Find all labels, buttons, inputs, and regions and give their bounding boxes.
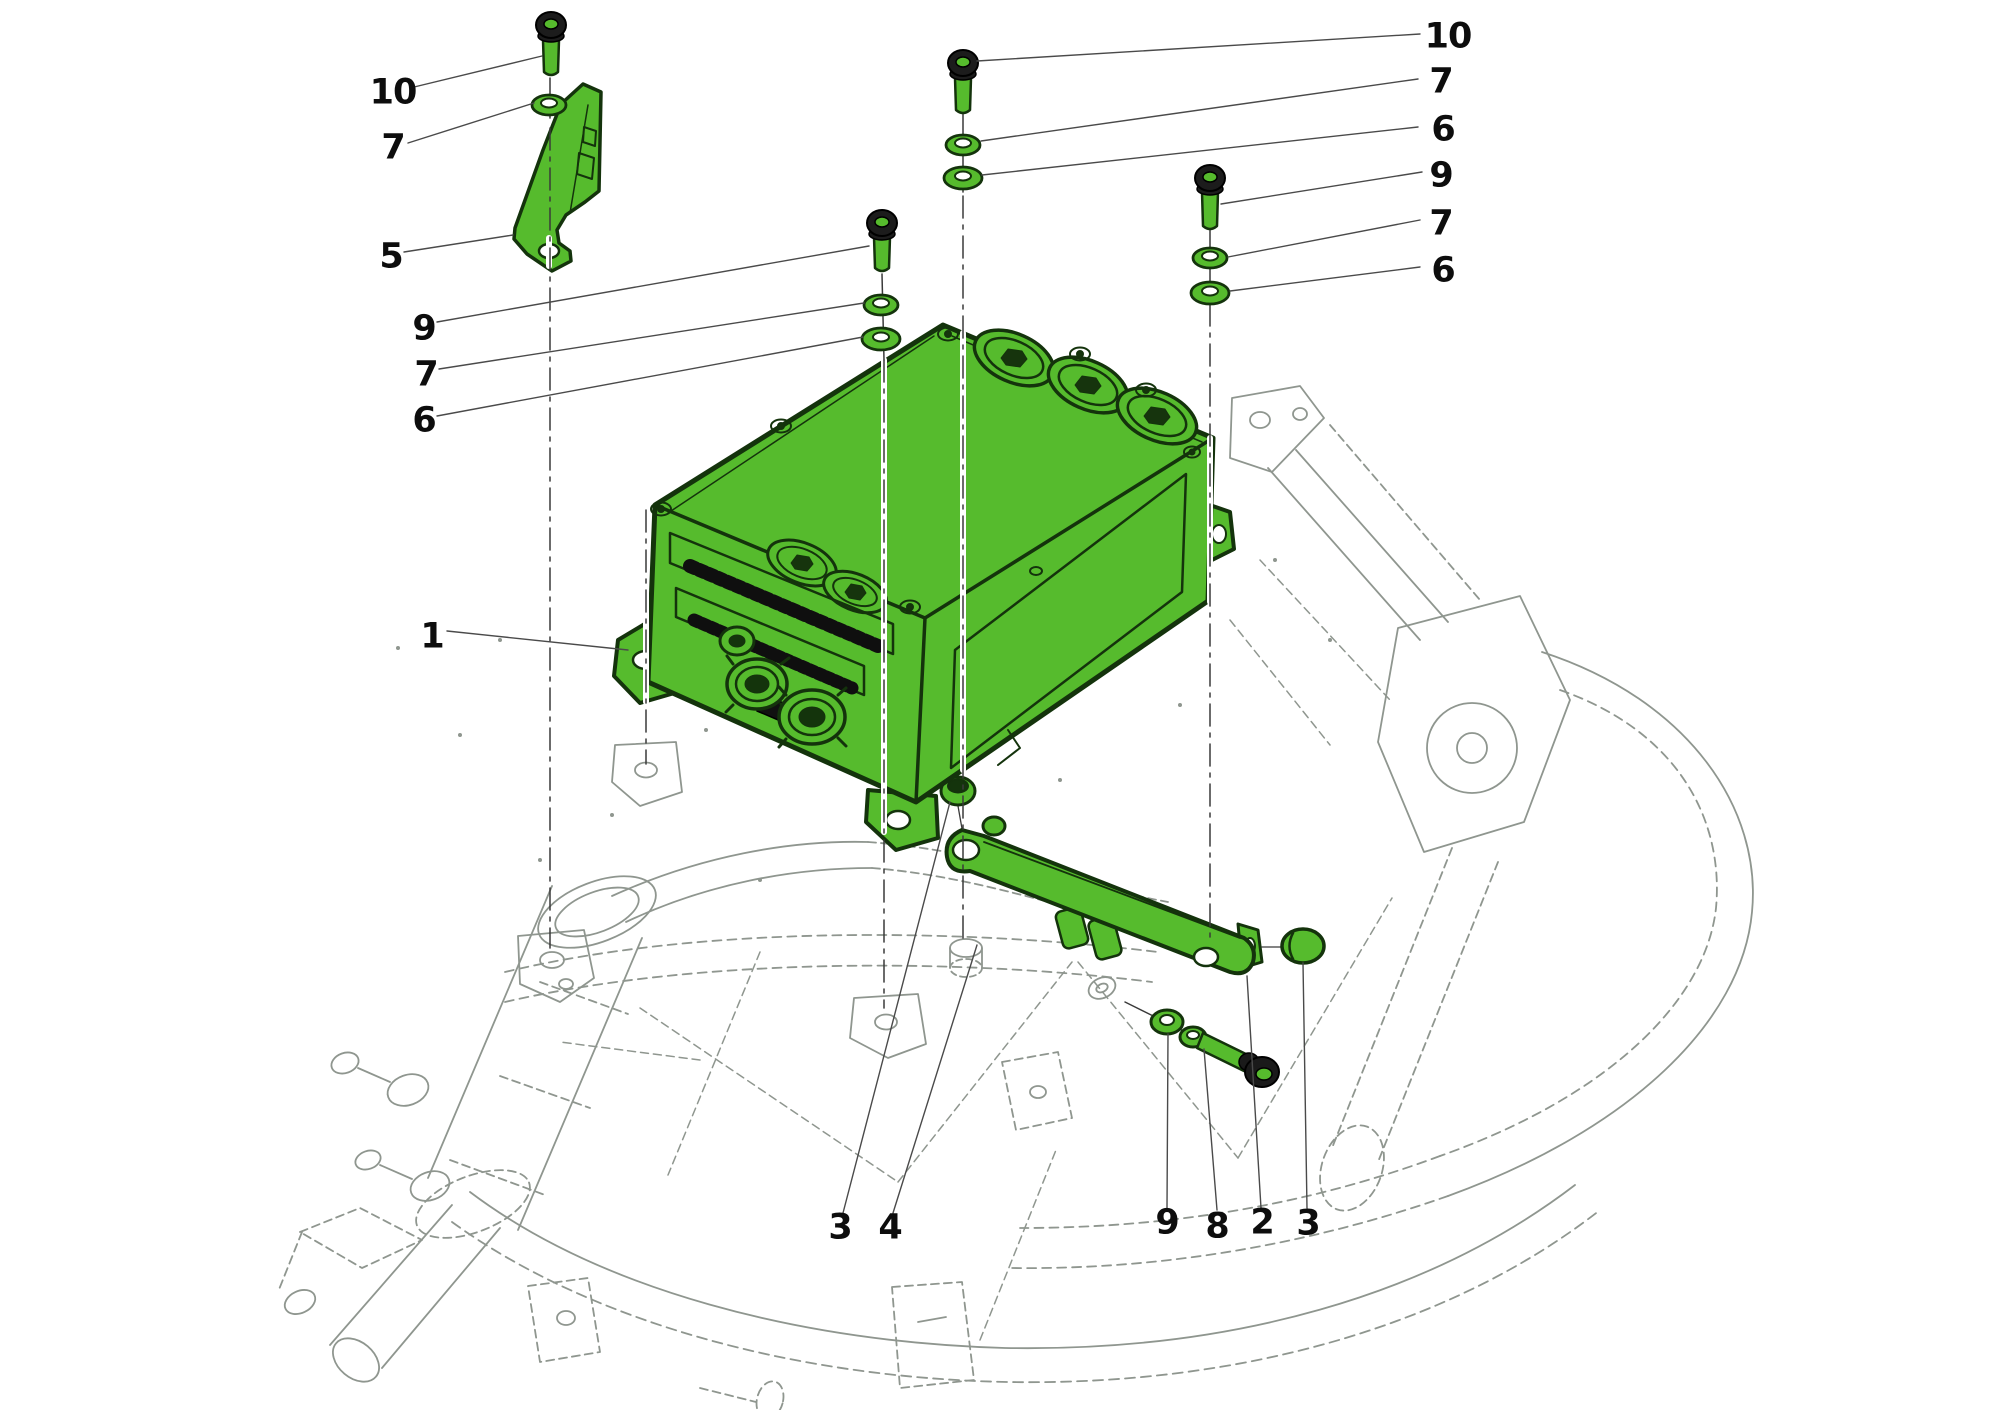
- callout-right-7[interactable]: 7: [1429, 61, 1453, 102]
- callout-bottom-8[interactable]: 8: [1205, 1206, 1229, 1247]
- callout-left-1[interactable]: 1: [420, 616, 444, 657]
- callout-right-10[interactable]: 10: [1424, 16, 1473, 57]
- callout-left-6[interactable]: 6: [412, 400, 436, 441]
- callout-right-6b[interactable]: 6: [1431, 250, 1455, 291]
- ghost-left-lugs: [277, 1051, 451, 1315]
- part-9-washer-lower-1[interactable]: [1149, 1008, 1185, 1036]
- callout-bottom-9[interactable]: 9: [1155, 1202, 1179, 1243]
- callout-bottom-2[interactable]: 2: [1250, 1202, 1274, 1243]
- callout-right-6[interactable]: 6: [1431, 109, 1455, 150]
- callout-bottom-4[interactable]: 4: [878, 1207, 902, 1248]
- part-9-screw-left[interactable]: [866, 209, 898, 273]
- ghost-rear-stays: [1229, 385, 1571, 1212]
- callout-left-7[interactable]: 7: [381, 127, 405, 168]
- ecu-top-caps: [972, 328, 1199, 446]
- callout-bottom-3b[interactable]: 3: [1296, 1203, 1320, 1244]
- callout-left-10[interactable]: 10: [369, 72, 418, 113]
- part-6-washer-left-middle[interactable]: [860, 326, 902, 352]
- part-10-screw-middle[interactable]: [947, 49, 979, 115]
- ghost-tabs: [517, 741, 1117, 1389]
- part-2-lower-bracket[interactable]: [944, 815, 1264, 976]
- callout-left-7b[interactable]: 7: [414, 354, 438, 395]
- part-7-washer-middle[interactable]: [944, 133, 982, 157]
- part-8-bolt[interactable]: [1195, 1031, 1280, 1088]
- ghost-spacer-boss: [949, 938, 983, 978]
- part-7-washer-left[interactable]: [530, 93, 568, 117]
- ecu-cable-glands: [718, 625, 848, 749]
- callout-left-5[interactable]: 5: [379, 236, 403, 277]
- part-6-washer-right[interactable]: [1189, 280, 1231, 306]
- pin-comb-upper: [683, 559, 885, 653]
- axis-center-lines: [549, 77, 1211, 1009]
- ghost-frame: [277, 385, 1754, 1410]
- part-9-screw-right[interactable]: [1194, 164, 1226, 231]
- ecu-corner-bosses: [650, 326, 1201, 615]
- part-7-washer-right[interactable]: [1191, 246, 1229, 270]
- callout-right-9[interactable]: 9: [1429, 155, 1453, 196]
- leader-lines: [403, 33, 1423, 1214]
- ghost-lower-cradle: [329, 1184, 1601, 1410]
- speckles: [396, 558, 1332, 882]
- ghost-rear-loop: [1009, 651, 1754, 1270]
- ghost-braces: [559, 559, 1393, 1341]
- ecu-side-panel: [949, 472, 1188, 770]
- lower-bracket-assembly: [939, 775, 1326, 1088]
- part-10-screw-left[interactable]: [535, 11, 567, 77]
- part-1-ecu-module[interactable]: [612, 319, 1236, 852]
- part-6-washer-middle[interactable]: [942, 165, 984, 191]
- ghost-headstock: [415, 875, 657, 1239]
- callout-right-7b[interactable]: 7: [1429, 203, 1453, 244]
- part-7-washer-left-middle[interactable]: [862, 293, 900, 317]
- pin-comb-lower: [687, 613, 859, 695]
- callout-bottom-3a[interactable]: 3: [828, 1207, 852, 1248]
- callout-left-9[interactable]: 9: [412, 308, 436, 349]
- part-3-plug[interactable]: [1261, 927, 1326, 965]
